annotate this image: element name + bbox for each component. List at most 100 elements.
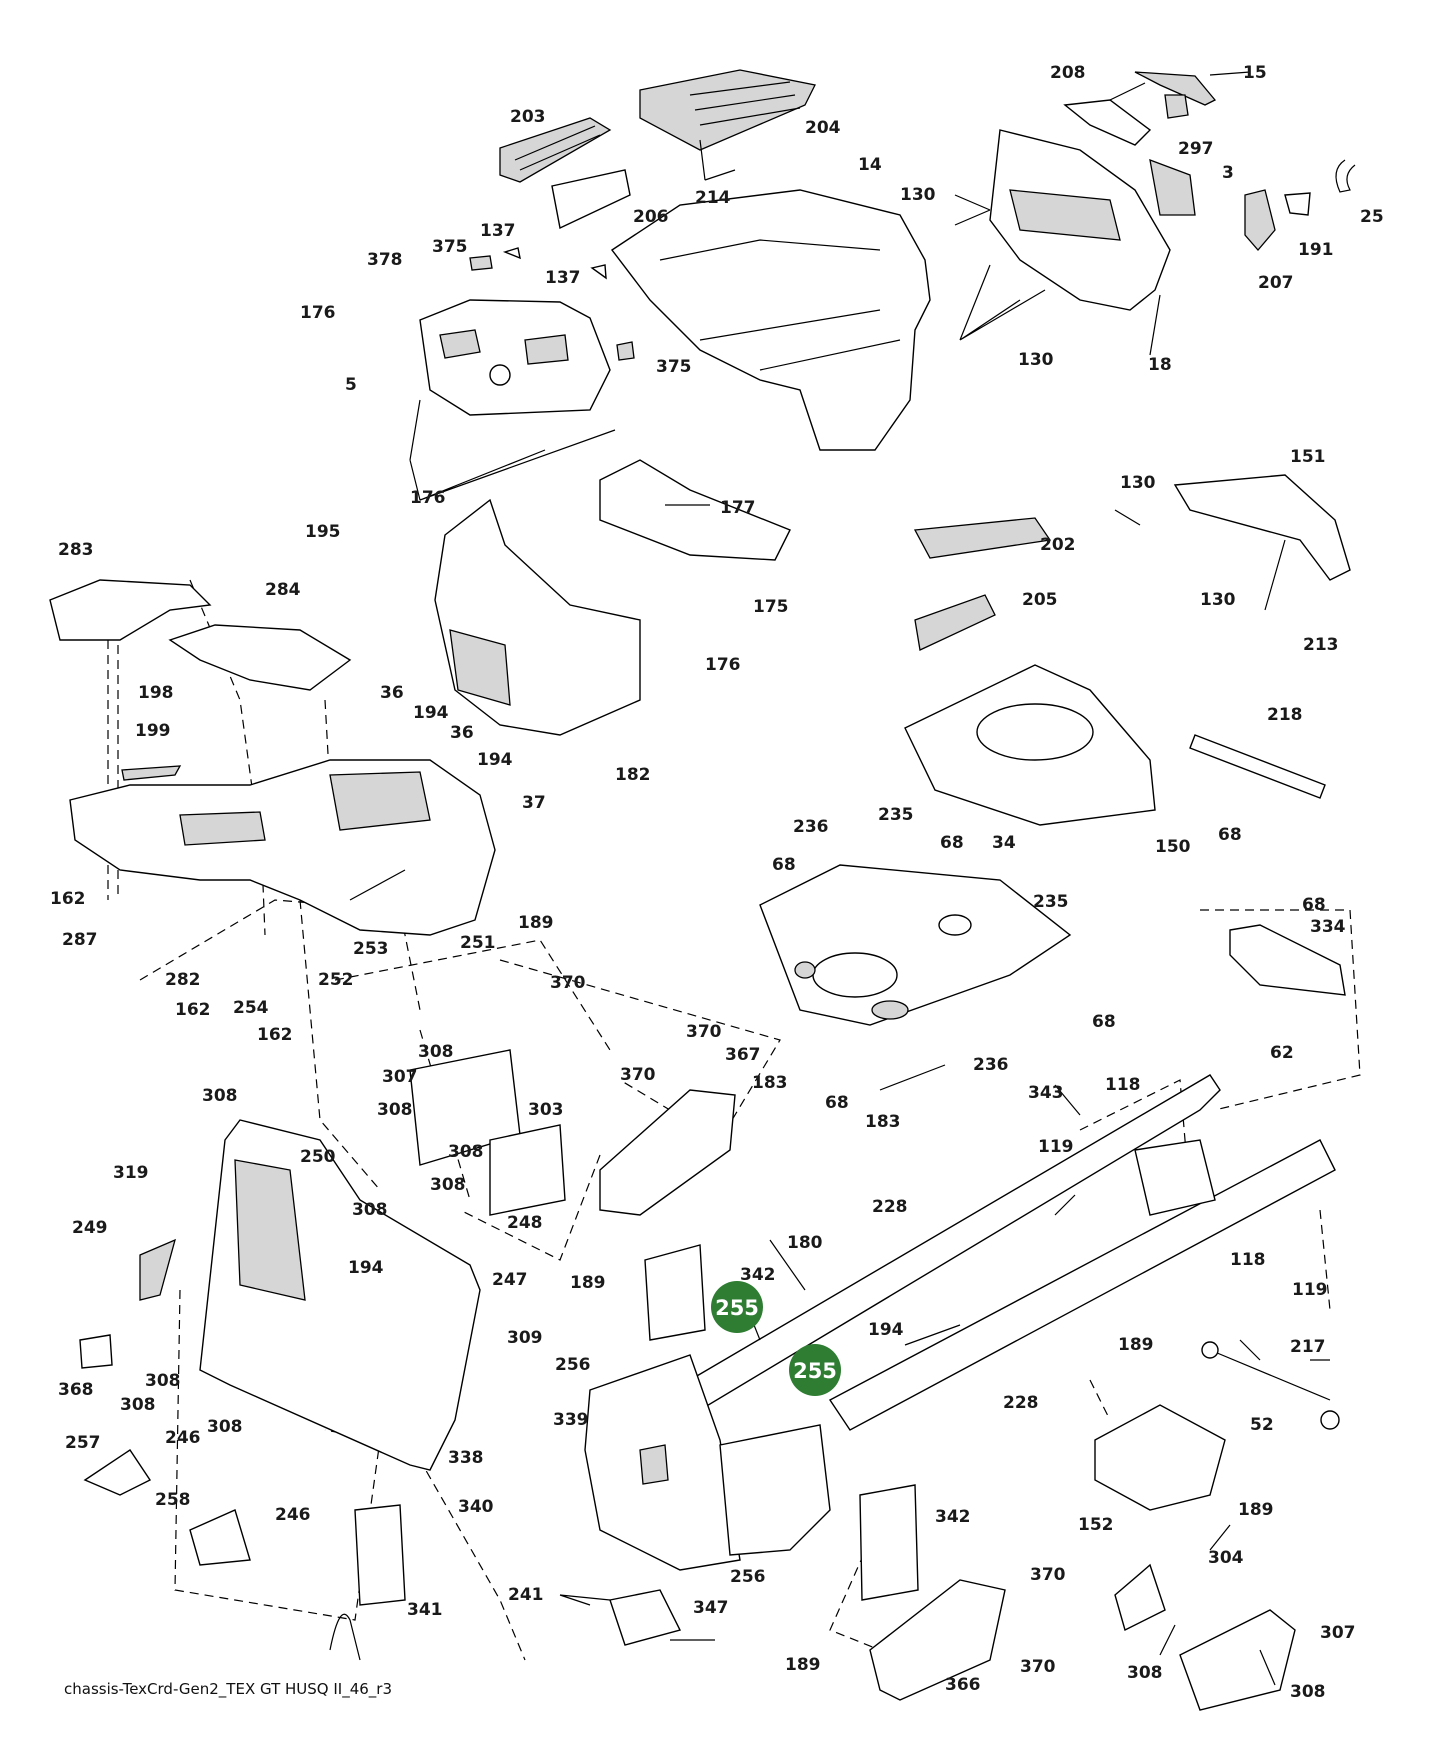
label-137-b: 137 [545,268,581,288]
label-334: 334 [1310,917,1346,937]
label-308-e: 308 [430,1175,466,1195]
label-36-b: 36 [450,723,474,743]
label-370-c: 370 [620,1065,656,1085]
label-162-a: 162 [50,889,86,909]
label-338: 338 [448,1448,484,1468]
leader-lines [349,71,1330,1686]
label-308-j: 308 [1127,1663,1163,1683]
label-118-a: 118 [1105,1075,1141,1095]
label-284: 284 [265,580,301,600]
label-152: 152 [1078,1515,1114,1535]
label-206: 206 [633,207,669,227]
label-195: 195 [305,522,341,542]
label-62: 62 [1270,1043,1294,1063]
label-375-a: 375 [432,237,468,257]
label-5: 5 [345,375,357,395]
label-208: 208 [1050,63,1086,83]
label-183-b: 183 [865,1112,901,1132]
label-308-i: 308 [207,1417,243,1437]
label-297: 297 [1178,139,1214,159]
label-137-a: 137 [480,221,516,241]
diagram-caption: chassis-TexCrd-Gen2_TEX GT HUSQ II_46_r3 [64,1680,393,1698]
label-246-a: 246 [165,1428,201,1448]
label-246-b: 246 [275,1505,311,1525]
label-343: 343 [1028,1083,1064,1103]
label-258: 258 [155,1490,191,1510]
label-189-d: 189 [1238,1500,1274,1520]
label-191: 191 [1298,240,1334,260]
highlight-badge-1[interactable]: 255 [711,1281,763,1333]
label-207: 207 [1258,273,1294,293]
label-194-d: 194 [868,1320,904,1340]
label-15: 15 [1243,63,1267,83]
label-150: 150 [1155,837,1191,857]
label-250: 250 [300,1147,336,1167]
label-183-a: 183 [752,1073,788,1093]
label-342-b: 342 [935,1507,971,1527]
label-366: 366 [945,1675,981,1695]
label-236-a: 236 [793,817,829,837]
label-177: 177 [720,498,756,518]
label-25: 25 [1360,207,1384,227]
label-308-f: 308 [352,1200,388,1220]
label-37: 37 [522,793,546,813]
label-194-b: 194 [477,750,513,770]
label-214: 214 [695,188,731,208]
label-282: 282 [165,970,201,990]
label-176-c: 176 [705,655,741,675]
label-308-h: 308 [120,1395,156,1415]
label-176-a: 176 [300,303,336,323]
parts-artwork [49,69,1356,1711]
label-309: 309 [507,1328,543,1348]
label-370-e: 370 [1020,1657,1056,1677]
label-189-b: 189 [570,1273,606,1293]
label-249: 249 [72,1218,108,1238]
label-241: 241 [508,1585,544,1605]
label-247: 247 [492,1270,528,1290]
label-340: 340 [458,1497,494,1517]
label-378: 378 [367,250,403,270]
label-68-b: 68 [940,833,964,853]
label-182: 182 [615,765,651,785]
highlight-badge-2[interactable]: 255 [789,1344,841,1396]
label-368: 368 [58,1380,94,1400]
label-119-b: 119 [1292,1280,1328,1300]
label-202: 202 [1040,535,1076,555]
label-175: 175 [753,597,789,617]
label-287: 287 [62,930,98,950]
label-189-e: 189 [785,1655,821,1675]
label-151: 151 [1290,447,1326,467]
label-308-g: 308 [145,1371,181,1391]
label-308-a: 308 [418,1042,454,1062]
label-118-b: 118 [1230,1250,1266,1270]
label-130-b: 130 [1018,350,1054,370]
label-370-d: 370 [1030,1565,1066,1585]
label-341: 341 [407,1600,443,1620]
label-248: 248 [507,1213,543,1233]
label-203: 203 [510,107,546,127]
label-253: 253 [353,939,389,959]
label-256-b: 256 [730,1567,766,1587]
label-213: 213 [1303,635,1339,655]
label-198: 198 [138,683,174,703]
label-52: 52 [1250,1415,1274,1435]
label-130-d: 130 [1200,590,1236,610]
label-189-a: 189 [518,913,554,933]
label-18: 18 [1148,355,1172,375]
label-257: 257 [65,1433,101,1453]
label-252: 252 [318,970,354,990]
label-189-c: 189 [1118,1335,1154,1355]
label-205: 205 [1022,590,1058,610]
label-180: 180 [787,1233,823,1253]
label-199: 199 [135,721,171,741]
badge-circle [789,1344,841,1396]
label-204: 204 [805,118,841,138]
label-217: 217 [1290,1337,1326,1357]
label-235-b: 235 [1033,892,1069,912]
label-68-f: 68 [825,1093,849,1113]
label-3: 3 [1222,163,1234,183]
label-34: 34 [992,833,1016,853]
label-303: 303 [528,1100,564,1120]
label-307-a: 307 [382,1067,418,1087]
label-235-a: 235 [878,805,914,825]
